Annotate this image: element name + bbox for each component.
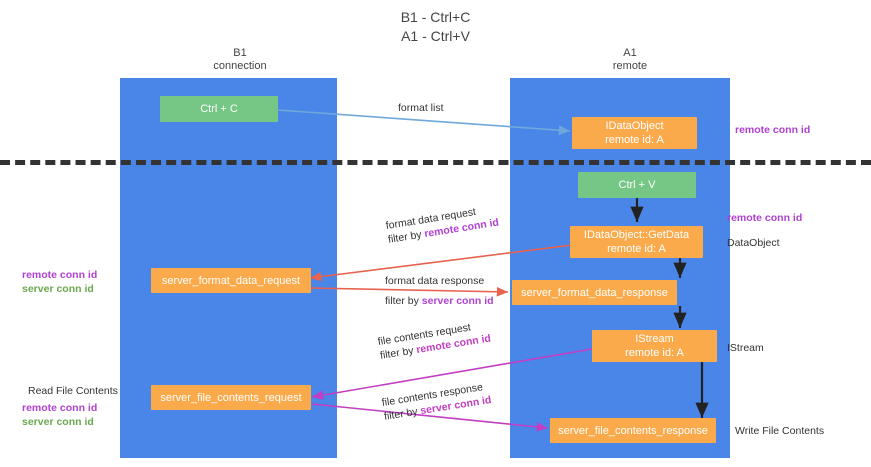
node-ctrl-c[interactable]: Ctrl + C <box>160 96 278 122</box>
edge-format-data-response-prefix: filter by <box>385 295 422 307</box>
node-server-format-data-request-label: server_format_data_request <box>161 274 301 287</box>
node-server-file-contents-response[interactable]: server_file_contents_response <box>550 418 716 443</box>
annotation-right-write-file-contents: Write File Contents <box>735 425 825 437</box>
lane-b1-name: B1 <box>233 47 247 59</box>
edge-label-file-contents-response: file contents response filter by server … <box>381 379 493 424</box>
annotation-right-dataobject: DataObject <box>727 237 780 249</box>
annotation-right-istream: IStream <box>727 342 764 354</box>
node-idataobject[interactable]: IDataObject remote id: A <box>572 117 697 149</box>
annotation-left-remote-conn-id: remote conn id <box>22 269 98 281</box>
node-server-format-data-request[interactable]: server_format_data_request <box>151 268 311 293</box>
node-getdata-label: IDataObject::GetData <box>583 229 690 241</box>
node-server-format-data-response-label: server_format_data_response <box>521 286 668 299</box>
edge-format-data-response-line1: format data response <box>385 275 485 287</box>
phase-divider <box>0 160 871 165</box>
node-ctrl-c-label: Ctrl + C <box>200 103 238 115</box>
lane-header-a1: A1 remote <box>530 47 730 73</box>
edge-label-file-contents-request: file contents request filter by remote c… <box>377 318 492 363</box>
title-line-1: B1 - Ctrl+C <box>400 9 471 25</box>
edge-format-data-response-line2: filter by server conn id <box>385 294 494 308</box>
annotation-left-server-conn-id: server conn id <box>22 283 94 295</box>
node-istream-label: IStream <box>635 333 674 345</box>
node-server-file-contents-response-label: server_file_contents_response <box>558 424 708 437</box>
lane-b1-role: connection <box>213 60 267 72</box>
node-idataobject-getdata[interactable]: IDataObject::GetData remote id: A <box>570 226 703 258</box>
edge-format-list-text: format list <box>398 102 444 114</box>
node-istream-sub: remote id: A <box>625 347 684 359</box>
node-server-format-data-response[interactable]: server_format_data_response <box>512 280 677 305</box>
lane-a1-role: remote <box>612 60 648 72</box>
node-istream[interactable]: IStream remote id: A <box>592 330 717 362</box>
diagram-title: B1 - Ctrl+C A1 - Ctrl+V <box>0 8 871 46</box>
edge-format-data-response-key: server conn id <box>421 295 494 307</box>
node-server-file-contents-request-label: server_file_contents_request <box>160 391 302 404</box>
annotation-left-read-file-contents: Read File Contents <box>28 385 118 397</box>
edge-label-format-data-response: format data response filter by server co… <box>385 274 494 308</box>
title-line-2: A1 - Ctrl+V <box>401 28 470 44</box>
node-idataobject-sub: remote id: A <box>605 134 664 146</box>
lane-a1-name: A1 <box>623 47 637 59</box>
node-server-file-contents-request[interactable]: server_file_contents_request <box>151 385 311 410</box>
edge-label-format-list: format list <box>398 101 444 115</box>
annotation-right-remote-conn-id-top: remote conn id <box>735 124 811 136</box>
lane-header-b1: B1 connection <box>150 47 330 73</box>
node-ctrl-v-label: Ctrl + V <box>618 179 656 191</box>
annotation-right-remote-conn-id-mid: remote conn id <box>727 212 803 224</box>
node-ctrl-v[interactable]: Ctrl + V <box>578 172 696 198</box>
node-getdata-sub: remote id: A <box>607 243 666 255</box>
annotation-left-bottom-server-conn-id: server conn id <box>22 416 94 428</box>
node-idataobject-label: IDataObject <box>605 120 664 132</box>
edge-label-format-data-request: format data request filter by remote con… <box>385 202 500 247</box>
annotation-left-bottom-remote-conn-id: remote conn id <box>22 402 98 414</box>
